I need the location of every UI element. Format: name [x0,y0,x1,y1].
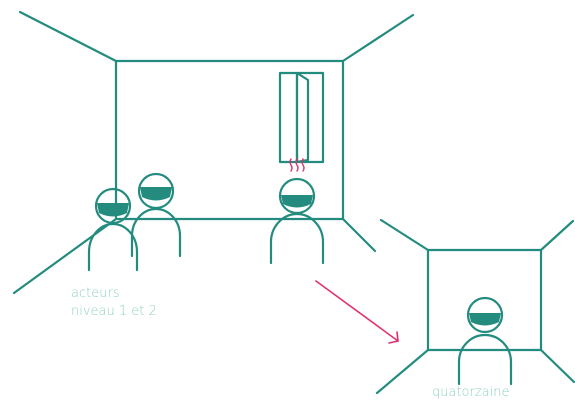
large-room [12,10,415,295]
large-room-edge-top-right [341,13,415,63]
heat-waves-icon [289,158,305,172]
large-room-edge-bottom-right [341,217,377,253]
door-icon [278,71,325,164]
actors-label: acteurs niveau 1 et 2 [71,285,157,321]
quarantine-room-edge-bottom-right [539,348,575,384]
quarantine-room-edge-top-left [379,218,430,252]
large-room-back-wall [114,59,345,221]
quarantine-label: quatorzaine [432,385,510,400]
quarantine-room-back-wall [426,248,543,352]
quarantine-room-edge-bottom-left [375,348,430,395]
masked-person-icon [130,172,182,258]
actors-label-line2: niveau 1 et 2 [71,304,157,319]
large-room-edge-top-left [18,10,118,63]
masked-person-icon [457,296,513,386]
quarantine-room [375,218,575,395]
masked-person-icon [87,187,139,272]
actors-label-line1: acteurs [71,286,120,301]
large-room-edge-bottom-left [12,217,118,295]
masked-person-icon [269,177,325,265]
arrow-icon [315,280,399,344]
quarantine-room-edge-top-right [539,219,575,252]
